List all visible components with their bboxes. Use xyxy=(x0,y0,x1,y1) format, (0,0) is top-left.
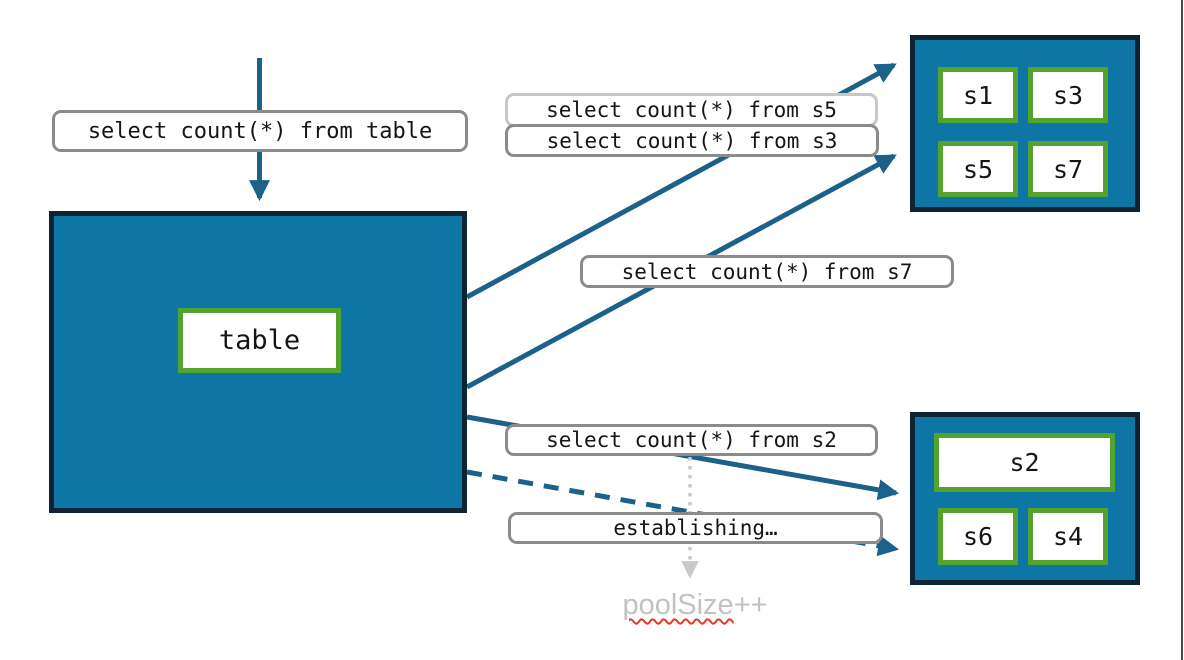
shard-group-bottom: s2 s6 s4 xyxy=(910,412,1140,585)
shard-s1: s1 xyxy=(938,67,1018,123)
window-edge-divider xyxy=(1181,0,1183,660)
shard-group-top: s1 s3 s5 s7 xyxy=(910,35,1140,212)
shard-s6: s6 xyxy=(938,508,1018,565)
establishing-text: establishing… xyxy=(613,516,778,540)
shard-s2: s2 xyxy=(934,433,1115,492)
table-label: table xyxy=(218,325,301,356)
shard-s6-label: s6 xyxy=(962,522,994,551)
query-table-label: select count(*) from table xyxy=(52,110,468,152)
query-s5-label: select count(*) from s5 xyxy=(505,93,878,127)
shard-s4-label: s4 xyxy=(1052,522,1084,551)
poolsize-annotation: poolSize++ xyxy=(600,589,790,622)
query-table-text: select count(*) from table xyxy=(87,118,433,144)
shard-s7-label: s7 xyxy=(1052,154,1084,184)
establishing-dashed-arrow xyxy=(466,469,900,557)
poolsize-suffix: ++ xyxy=(733,589,768,621)
establishing-label: establishing… xyxy=(508,512,883,544)
query-s7-label: select count(*) from s7 xyxy=(580,255,954,288)
query-s3-text: select count(*) from s3 xyxy=(546,128,838,153)
shard-s5-label: s5 xyxy=(962,154,994,184)
query-s3-label: select count(*) from s3 xyxy=(505,124,879,157)
query-s2-label: select count(*) from s2 xyxy=(505,424,878,456)
table-inner-label-box: table xyxy=(178,308,341,373)
poolsize-text: poolSize xyxy=(622,589,734,621)
shard-s4: s4 xyxy=(1028,508,1108,565)
shard-s1-label: s1 xyxy=(962,80,994,110)
shard-s2-label: s2 xyxy=(1009,448,1040,477)
query-s2-text: select count(*) from s2 xyxy=(546,428,837,452)
shard-s5: s5 xyxy=(938,141,1018,197)
query-s7-text: select count(*) from s7 xyxy=(621,259,913,284)
table-box: table xyxy=(49,211,467,513)
shard-s7: s7 xyxy=(1028,141,1108,197)
shard-s3-label: s3 xyxy=(1052,80,1084,110)
query-s5-text: select count(*) from s5 xyxy=(546,98,837,122)
shard-s3: s3 xyxy=(1028,67,1108,123)
